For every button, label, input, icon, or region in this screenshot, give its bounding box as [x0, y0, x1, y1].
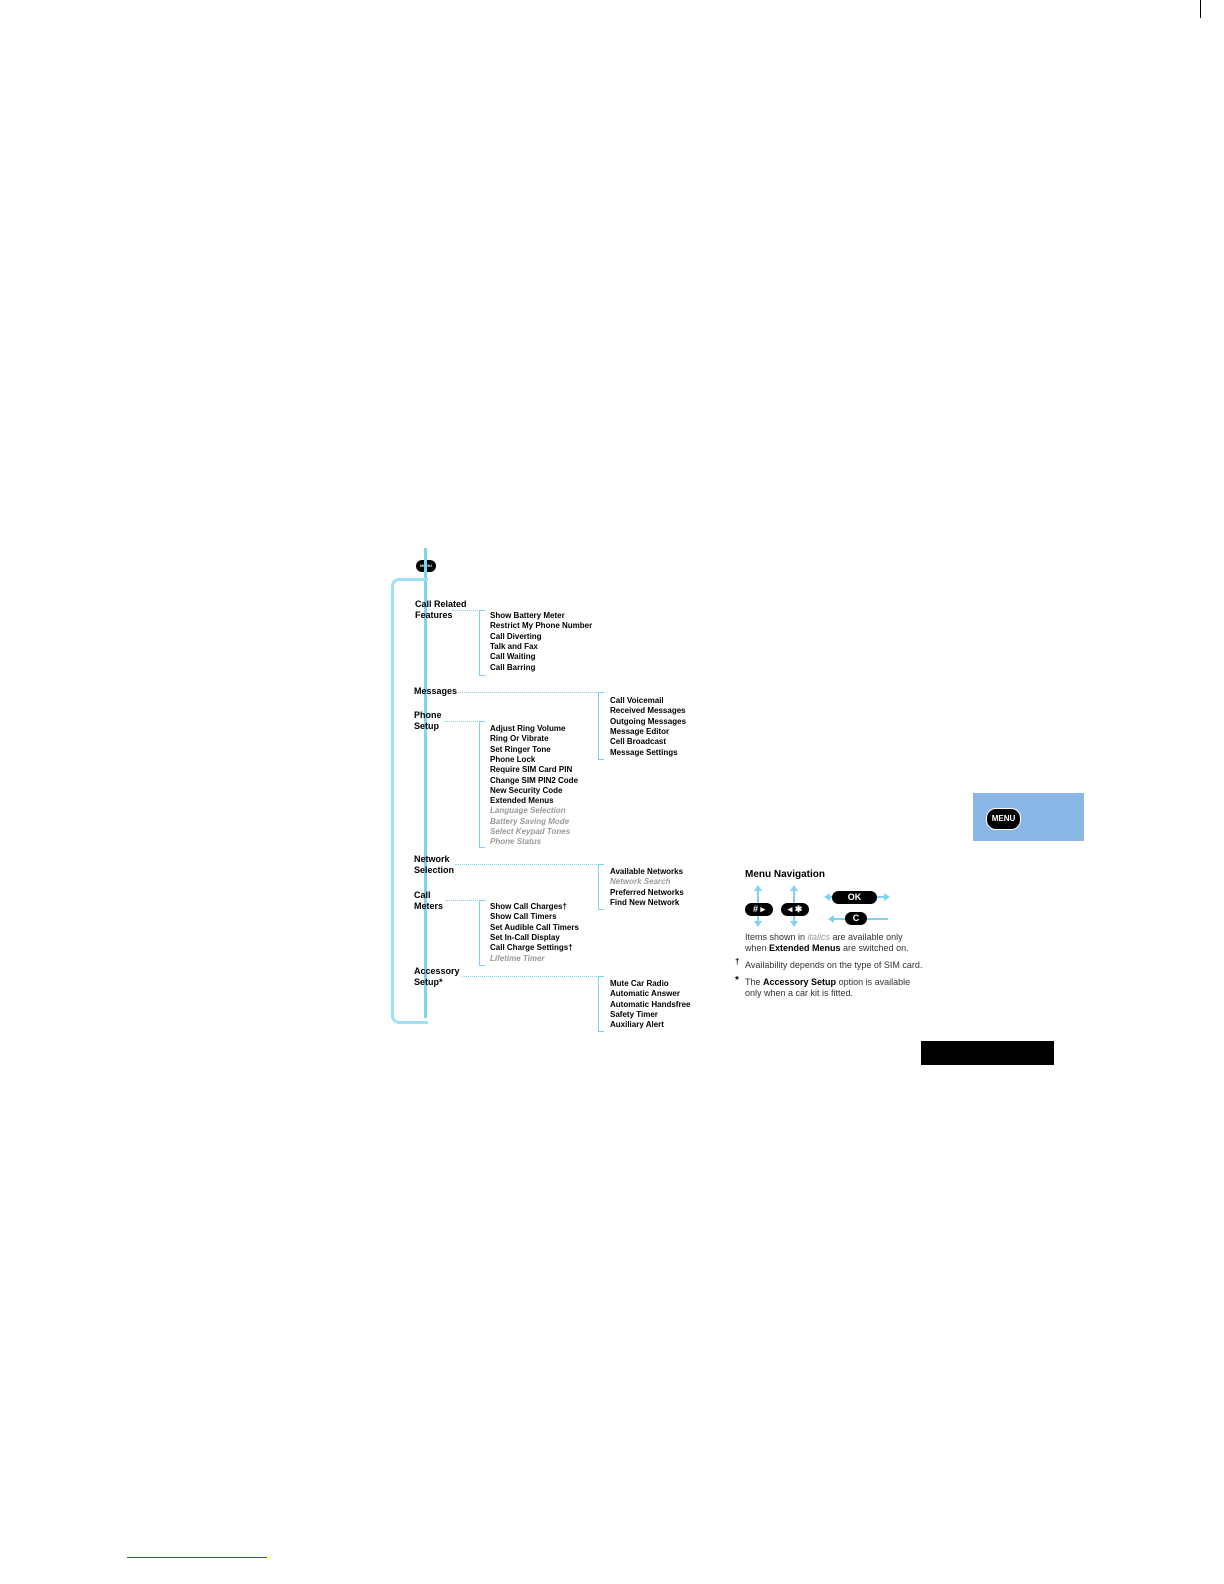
- submenu-item: New Security Code: [490, 785, 563, 795]
- connector-call-meters: [446, 900, 480, 902]
- submenu-item: Language Selection: [490, 806, 566, 816]
- submenu-item: Phone Status: [490, 837, 542, 847]
- menu-accessory-setup: Accessory Setup*: [414, 966, 460, 987]
- hash-key-icon: # ▸: [745, 903, 773, 916]
- footer-underline: [127, 1557, 267, 1558]
- margin-rule: [1200, 0, 1201, 18]
- submenu-item: Safety Timer: [610, 1009, 658, 1019]
- submenu-item: Restrict My Phone Number: [490, 621, 593, 631]
- connector-call-related: [452, 610, 480, 612]
- clear-key-icon: C: [845, 912, 867, 925]
- submenu-item: Mute Car Radio: [610, 979, 669, 988]
- bracket-call-related: [479, 610, 485, 676]
- submenu-item: Adjust Ring Volume: [490, 724, 566, 733]
- submenu-item: Require SIM Card PIN: [490, 765, 573, 775]
- submenu-item: Cell Broadcast: [610, 737, 667, 747]
- submenu-item: Set Audible Call Timers: [490, 922, 579, 932]
- bracket-messages: [598, 692, 604, 760]
- menu-call-meters: Call Meters: [414, 890, 444, 911]
- connector-messages: [458, 692, 599, 694]
- menu-messages: Messages: [414, 686, 458, 696]
- bracket-accessory-setup: [598, 976, 604, 1032]
- submenu-item: Show Battery Meter: [490, 611, 565, 620]
- submenu-item: Automatic Answer: [610, 989, 680, 999]
- ok-key-icon: OK: [832, 891, 877, 904]
- connector-network-selection: [455, 864, 599, 866]
- submenu-item: Message Settings: [610, 747, 678, 757]
- main-spine: [424, 548, 427, 1018]
- bracket-call-meters: [479, 900, 485, 966]
- dagger-mark: †: [735, 957, 740, 966]
- accessory-note: The Accessory Setup option is available …: [745, 977, 911, 998]
- menu-phone-setup: Phone Setup: [414, 710, 442, 731]
- submenu-item: Outgoing Messages: [610, 716, 687, 726]
- submenu-item: Show Call Timers: [490, 912, 557, 922]
- submenu-item: Call Charge Settings†: [490, 943, 573, 953]
- submenu-item: Auxiliary Alert: [610, 1020, 664, 1030]
- star-key-icon: ◂ ✱: [781, 903, 809, 916]
- submenu-item: Call Waiting: [490, 652, 536, 662]
- menu-call-related-features: Call Related Features: [415, 599, 467, 620]
- submenu-item: Network Search: [610, 877, 671, 887]
- submenu-item: Set Ringer Tone: [490, 744, 551, 754]
- menu-tab-icon: MENU: [986, 808, 1021, 830]
- submenu-item: Set In-Call Display: [490, 932, 560, 942]
- submenu-item: Received Messages: [610, 706, 686, 716]
- submenu-item: Select Keypad Tones: [490, 827, 571, 836]
- submenu-item: Available Networks: [610, 867, 684, 876]
- submenu-item: Call Voicemail: [610, 696, 664, 705]
- menu-navigation-title: Menu Navigation: [745, 869, 826, 880]
- submenu-item: Extended Menus: [490, 796, 554, 806]
- submenu-item: Message Editor: [610, 726, 670, 736]
- italics-note: Items shown in italics are available onl…: [745, 932, 909, 953]
- bracket-phone-setup: [479, 721, 485, 848]
- submenu-item: Change SIM PIN2 Code: [490, 775, 579, 785]
- connector-accessory-setup: [462, 976, 599, 978]
- navigation-keys-diagram: [754, 885, 890, 927]
- submenu-item: Ring Or Vibrate: [490, 734, 549, 744]
- footer-black-bar: [921, 1041, 1054, 1065]
- submenu-item: Find New Network: [610, 897, 680, 907]
- submenu-item: Preferred Networks: [610, 887, 684, 897]
- connector-phone-setup: [444, 721, 480, 723]
- menu-network-selection: Network Selection: [414, 854, 455, 875]
- submenu-item: Lifetime Timer: [490, 953, 545, 963]
- bracket-network-selection: [598, 864, 604, 910]
- submenu-item: Call Barring: [490, 662, 536, 672]
- submenu-item: Battery Saving Mode: [490, 816, 570, 826]
- submenu-item: Automatic Handsfree: [610, 999, 691, 1009]
- submenu-item: Call Diverting: [490, 631, 542, 641]
- return-loop: [391, 578, 428, 1024]
- submenu-item: Phone Lock: [490, 754, 536, 764]
- submenu-item: Talk and Fax: [490, 641, 538, 651]
- asterisk-mark: *: [735, 975, 739, 986]
- submenu-item: Show Call Charges†: [490, 902, 567, 911]
- sim-note: Availability depends on the type of SIM …: [745, 960, 923, 970]
